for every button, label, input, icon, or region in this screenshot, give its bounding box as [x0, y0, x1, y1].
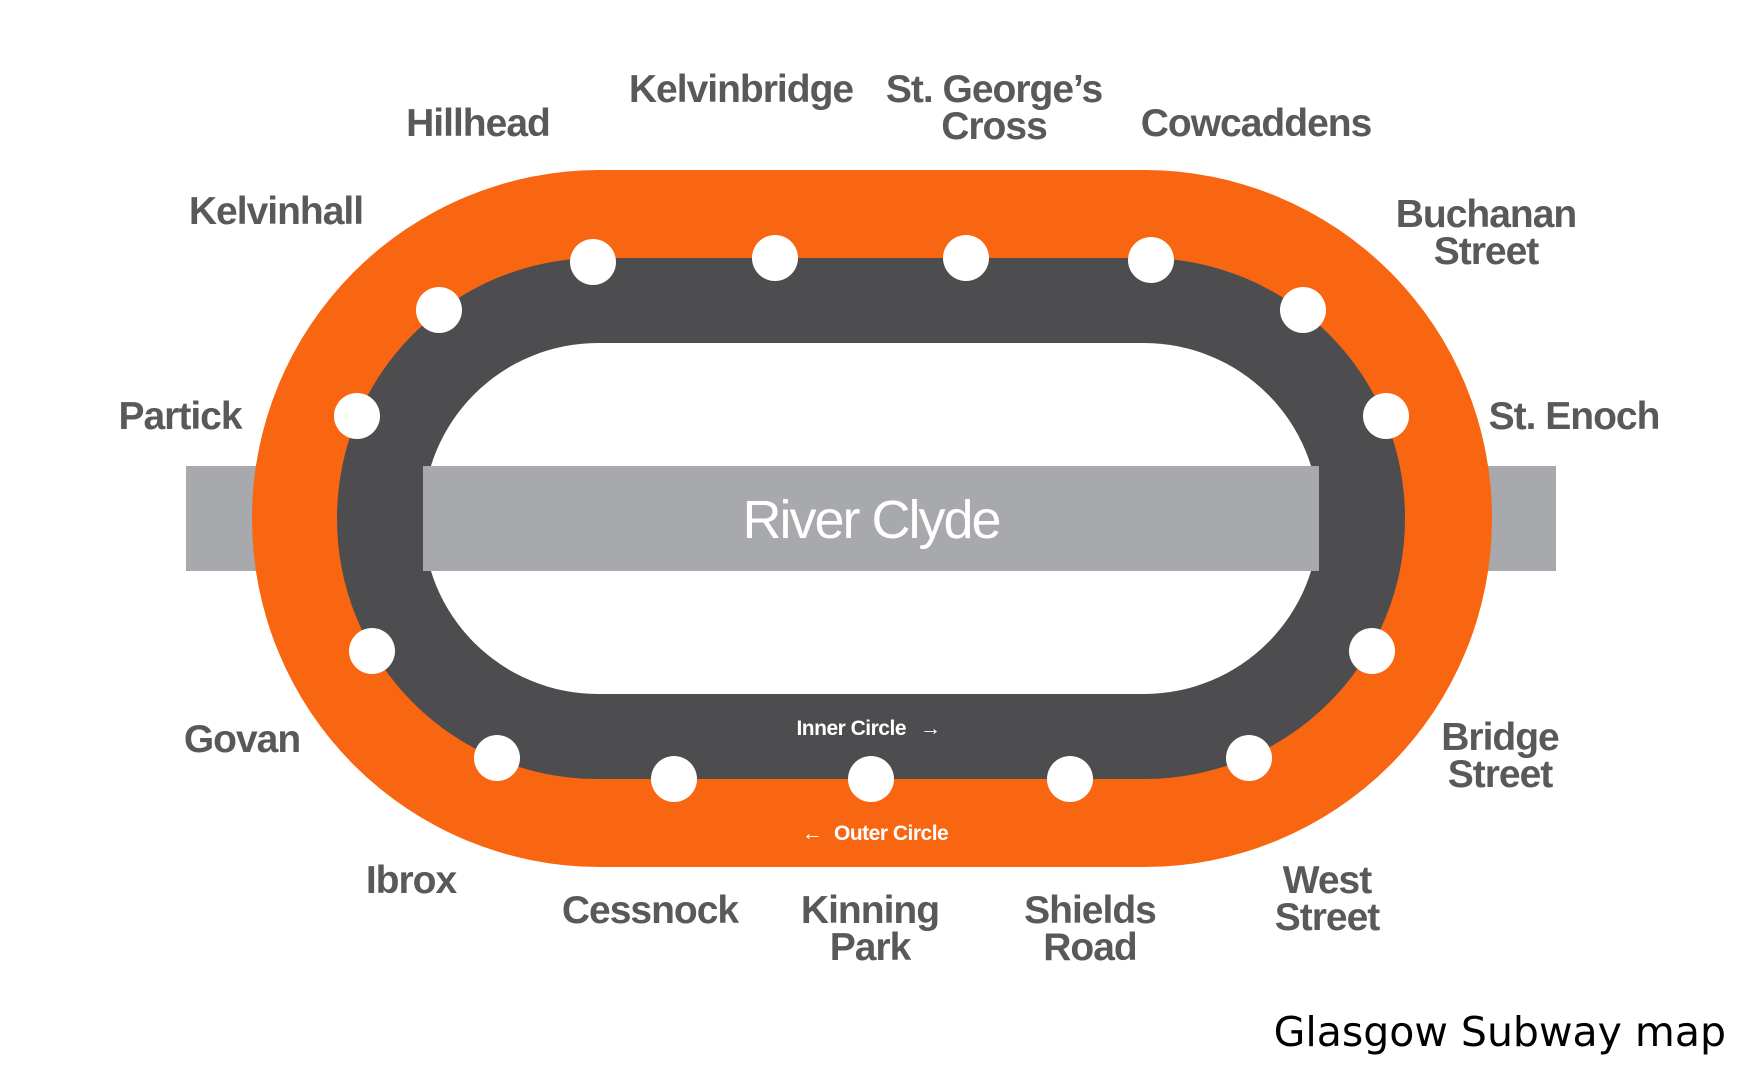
station-label-st-enoch: St. Enoch: [1489, 395, 1660, 438]
station-label-line: Street: [1434, 230, 1540, 273]
station-dot-cessnock[interactable]: [651, 756, 697, 802]
station-dot-kinning-park[interactable]: [848, 756, 894, 802]
station-dot-st-georges-cross[interactable]: [943, 235, 989, 281]
station-label-line: Street: [1448, 753, 1554, 796]
station-label-line: Buchanan: [1396, 193, 1577, 236]
station-dot-west-street[interactable]: [1226, 735, 1272, 781]
station-label-ibrox: Ibrox: [366, 859, 458, 902]
station-label-line: Road: [1043, 926, 1137, 969]
station-label-line: Kinning: [801, 889, 939, 932]
station-label-line: Kelvinbridge: [629, 68, 854, 111]
station-label-line: West: [1283, 859, 1372, 902]
station-dot-buchanan-street[interactable]: [1280, 287, 1326, 333]
station-label-line: Bridge: [1441, 716, 1559, 759]
station-dot-partick[interactable]: [334, 393, 380, 439]
station-label-line: Ibrox: [366, 859, 458, 902]
station-label-line: Street: [1275, 896, 1381, 939]
inner-circle-arrow-icon: →: [920, 717, 941, 740]
station-dot-ibrox[interactable]: [474, 735, 520, 781]
station-label-line: Hillhead: [406, 102, 550, 145]
station-dot-cowcaddens[interactable]: [1128, 237, 1174, 283]
station-label-line: Shields: [1024, 889, 1156, 932]
river-clyde-label: River Clyde: [742, 490, 999, 550]
station-dot-bridge-street[interactable]: [1349, 628, 1395, 674]
station-label-line: Govan: [184, 718, 300, 761]
station-label-kelvinbridge: Kelvinbridge: [629, 68, 854, 111]
station-label-line: Cross: [941, 105, 1047, 148]
station-dot-shields-road[interactable]: [1047, 756, 1093, 802]
station-label-cowcaddens: Cowcaddens: [1141, 102, 1372, 145]
station-label-cessnock: Cessnock: [562, 889, 740, 932]
station-label-govan: Govan: [184, 718, 300, 761]
station-dot-govan[interactable]: [349, 628, 395, 674]
station-label-hillhead: Hillhead: [406, 102, 550, 145]
outer-circle-arrow-icon: ←: [802, 822, 823, 845]
station-label-kelvinhall: Kelvinhall: [189, 190, 363, 233]
map-caption: Glasgow Subway map: [1273, 1008, 1726, 1056]
station-label-partick: Partick: [118, 395, 242, 438]
river-clyde-core: [423, 466, 1319, 571]
station-label-line: Partick: [118, 395, 242, 438]
outer-circle-label: Outer Circle: [834, 822, 948, 845]
station-dot-kelvinbridge[interactable]: [752, 235, 798, 281]
station-label-line: St. Enoch: [1489, 395, 1660, 438]
station-label-line: St. George’s: [886, 68, 1103, 111]
station-label-line: Kelvinhall: [189, 190, 363, 233]
inner-circle-label: Inner Circle: [796, 717, 906, 740]
station-label-line: Cessnock: [562, 889, 740, 932]
station-label-line: Park: [830, 926, 912, 969]
station-dot-hillhead[interactable]: [570, 239, 616, 285]
station-dot-st-enoch[interactable]: [1363, 393, 1409, 439]
station-dot-kelvinhall[interactable]: [416, 287, 462, 333]
station-label-line: Cowcaddens: [1141, 102, 1372, 145]
